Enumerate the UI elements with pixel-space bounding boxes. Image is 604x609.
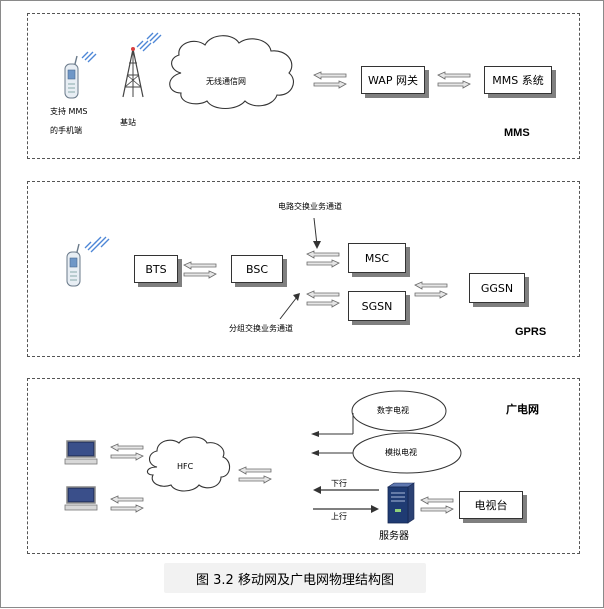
packet-channel-label: 分组交换业务通道 (229, 324, 293, 333)
bsc-msc-arrows (306, 250, 340, 268)
bsc-sgsn-arrows (306, 290, 340, 308)
circuit-channel-pointer (313, 217, 321, 249)
ggsn-box: GGSN (469, 273, 525, 303)
hfc-center-arrows (238, 466, 272, 484)
digital-tv-ellipse (351, 390, 447, 432)
hfc-panel (27, 378, 580, 554)
bts-box: BTS (134, 255, 178, 283)
wireless-network-label: 无线通信网 (206, 77, 246, 86)
bts-label: BTS (145, 262, 167, 276)
wap-gateway-box: WAP 网关 (361, 66, 425, 94)
mms-phone-icon (64, 55, 79, 99)
digital-tv-feed-line (311, 413, 354, 437)
tv-station-label: 电视台 (474, 499, 508, 512)
pc-bottom-hfc-arrows (110, 495, 144, 513)
broadcast-network-title: 广电网 (506, 404, 539, 416)
base-station-signal-icon (136, 40, 152, 52)
analog-tv-feed-line (311, 450, 353, 456)
server-icon (387, 482, 415, 524)
hfc-cloud (146, 436, 231, 492)
figure-caption-text: 图 3.2 移动网及广电网物理结构图 (196, 572, 394, 588)
sgsn-box: SGSN (348, 291, 406, 321)
msc-box: MSC (348, 243, 406, 273)
msc-label: MSC (364, 251, 390, 265)
mms-system-box: MMS 系统 (484, 66, 552, 94)
digital-tv-label: 数字电视 (377, 406, 409, 415)
server-tvstation-arrows (420, 496, 454, 514)
analog-tv-label: 模拟电视 (385, 448, 417, 457)
ggsn-label: GGSN (480, 281, 514, 295)
server-label: 服务器 (379, 531, 409, 542)
hfc-cloud-label: HFC (177, 462, 194, 471)
downlink-label: 下行 (331, 479, 347, 488)
base-station-signal-icon-2 (146, 32, 162, 44)
bsc-label: BSC (245, 262, 269, 276)
wap-mms-arrows (437, 71, 471, 89)
downlink-arrow (313, 486, 379, 494)
tv-station-box: 电视台 (459, 491, 523, 519)
packet-channel-pointer (279, 293, 300, 320)
gprs-phone-icon (66, 243, 81, 287)
cloud-wap-arrows (313, 71, 347, 89)
msc-sgsn-ggsn-arrows (414, 281, 448, 299)
wireless-network-cloud (169, 35, 294, 110)
gprs-phone-signal-icon (84, 241, 100, 253)
wap-gateway-label: WAP 网关 (368, 74, 418, 87)
gprs-panel (27, 181, 580, 357)
base-station-tower-icon (122, 47, 144, 98)
bts-bsc-arrows (183, 261, 217, 279)
phone-label-line1: 支持 MMS (50, 107, 88, 116)
circuit-channel-label: 电路交换业务通道 (278, 202, 342, 211)
mms-system-label: MMS 系统 (492, 74, 544, 87)
sgsn-label: SGSN (361, 299, 393, 313)
uplink-arrow (313, 505, 379, 513)
figure-caption: 图 3.2 移动网及广电网物理结构图 (164, 563, 426, 593)
pc-top-hfc-arrows (110, 443, 144, 461)
uplink-label: 上行 (331, 512, 347, 521)
pc-terminal-icon-top (64, 440, 98, 465)
mms-panel-title: MMS (504, 127, 530, 139)
mms-panel (27, 13, 580, 159)
mms-phone-signal-icon (81, 51, 97, 63)
base-station-label: 基站 (120, 118, 136, 127)
phone-label-line2: 的手机端 (50, 126, 82, 135)
bsc-box: BSC (231, 255, 283, 283)
gprs-panel-title: GPRS (515, 326, 547, 338)
pc-terminal-icon-bottom (64, 486, 98, 511)
